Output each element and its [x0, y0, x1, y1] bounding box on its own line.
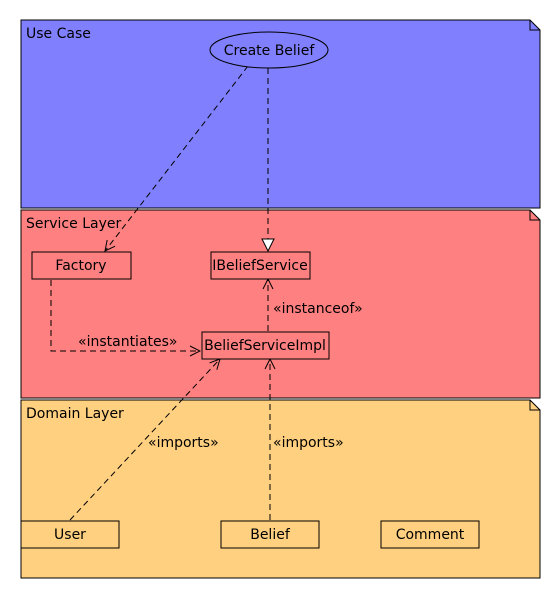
class-user-label: User	[54, 527, 86, 543]
edge-user-imports-impl	[69, 359, 220, 521]
class-beliefserviceimpl[interactable]: BeliefServiceImpl	[201, 331, 330, 360]
edge-label-imports-user: «imports»	[148, 435, 219, 451]
class-ibeliefservice-label: IBeliefService	[212, 258, 307, 274]
usecase-create-belief-shape	[209, 31, 329, 69]
package-use-case[interactable]: Use Case	[20, 19, 541, 209]
class-user[interactable]: User	[20, 520, 120, 549]
class-user-box	[20, 520, 120, 549]
edge-label-instanceof: «instanceof»	[273, 301, 363, 317]
class-comment-box	[380, 520, 480, 549]
edge-label-imports-belief: «imports»	[273, 435, 344, 451]
package-service-layer-corner	[529, 210, 540, 221]
edge-create-belief-to-factory	[105, 65, 249, 251]
class-beliefserviceimpl-box	[201, 331, 330, 360]
class-factory-box	[31, 251, 132, 280]
package-use-case-body	[20, 19, 541, 209]
usecase-create-belief[interactable]: Create Belief	[209, 31, 329, 69]
class-ibeliefservice-box	[210, 251, 311, 280]
edges	[50, 65, 270, 521]
class-comment[interactable]: Comment	[380, 520, 480, 549]
class-ibeliefservice[interactable]: IBeliefService	[210, 251, 311, 280]
class-factory[interactable]: Factory	[31, 251, 132, 280]
package-service-layer-label: Service Layer	[26, 216, 121, 232]
class-factory-label: Factory	[55, 258, 106, 274]
class-belief-label: Belief	[250, 527, 291, 543]
class-belief-box	[220, 520, 320, 549]
class-beliefserviceimpl-label: BeliefServiceImpl	[204, 338, 326, 354]
usecase-create-belief-label: Create Belief	[224, 43, 316, 59]
package-domain-layer-label: Domain Layer	[26, 406, 124, 422]
edge-factory-instantiates-impl	[50, 280, 200, 351]
edge-label-instantiates: «instantiates»	[78, 334, 177, 350]
package-use-case-label: Use Case	[26, 26, 91, 42]
package-domain-layer-corner	[529, 400, 540, 411]
class-belief[interactable]: Belief	[220, 520, 320, 549]
package-use-case-corner	[529, 20, 540, 31]
class-comment-label: Comment	[396, 527, 465, 543]
